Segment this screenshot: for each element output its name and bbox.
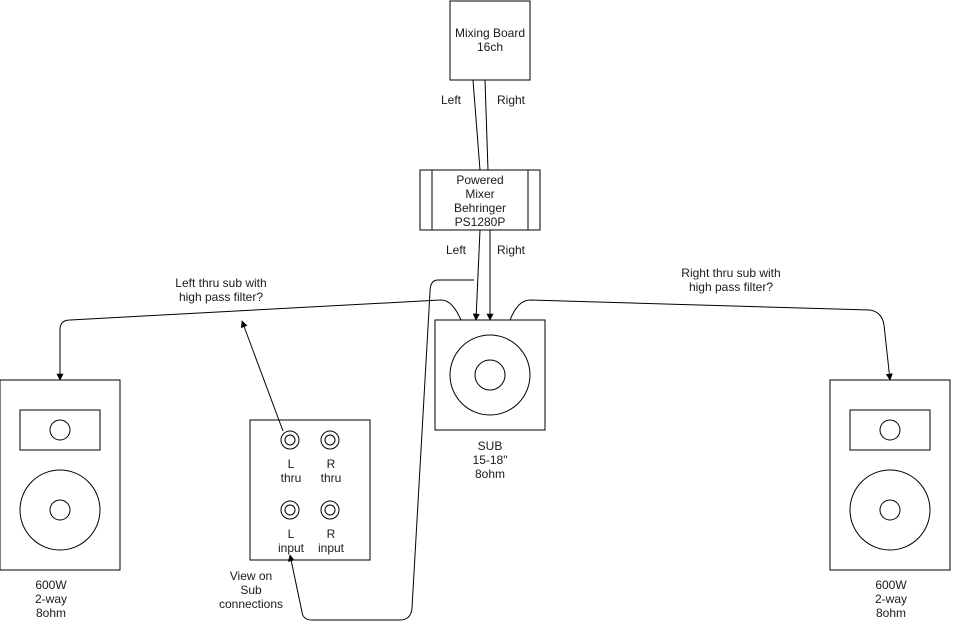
l-thru-to-note-arrow [240, 320, 284, 432]
amp-right-label: Right [497, 243, 526, 257]
left-thru-wire [56, 299, 462, 381]
left-woofer-dustcap [49, 499, 71, 521]
right-speaker-type: 2-way [875, 592, 907, 606]
board-to-mixer-cable [472, 79, 489, 171]
l-thru-label-1: L [288, 457, 295, 471]
left-speaker [0, 379, 121, 571]
sub-label: SUB [478, 439, 503, 453]
amp-left-label: Left [446, 243, 467, 257]
right-tweeter [879, 419, 901, 441]
left-thru-note-line-2: high pass filter? [179, 290, 263, 304]
r-thru-jack-pin [324, 434, 336, 446]
r-thru-label-1: R [327, 457, 336, 471]
left-tweeter [49, 419, 71, 441]
l-input-label-2: input [278, 541, 305, 555]
left-speaker-impedance: 8ohm [36, 606, 66, 620]
right-thru-note-line-1: Right thru sub with [681, 266, 780, 280]
mixer-line-2: Mixer [465, 187, 494, 201]
r-input-label-1: R [327, 527, 336, 541]
r-input-label-2: input [318, 541, 345, 555]
view-note-line-1: View on [230, 569, 272, 583]
l-thru-label-2: thru [281, 471, 302, 485]
sub-woofer-dustcap [474, 359, 506, 391]
l-thru-jack-pin [284, 434, 296, 446]
mixer-line-1: Powered [456, 173, 503, 187]
view-note-line-2: Sub [240, 583, 262, 597]
left-thru-note-line-1: Left thru sub with [175, 276, 266, 290]
mixing-board-name: Mixing Board [455, 26, 525, 40]
subwoofer [434, 319, 546, 431]
right-thru-wire [509, 299, 893, 381]
right-speaker [829, 379, 951, 571]
sub-size: 15-18" [473, 453, 508, 467]
right-thru-note-line-2: high pass filter? [689, 280, 773, 294]
r-input-jack-pin [324, 504, 336, 516]
right-speaker-impedance: 8ohm [876, 606, 906, 620]
board-right-label: Right [497, 93, 526, 107]
amp-left-arrow [472, 229, 481, 321]
l-input-jack-pin [284, 504, 296, 516]
mixing-board-channels: 16ch [477, 40, 503, 54]
board-left-label: Left [441, 93, 462, 107]
right-woofer-dustcap [879, 499, 901, 521]
view-note-line-3: connections [219, 597, 283, 611]
sub-impedance: 8ohm [475, 467, 505, 481]
r-thru-label-2: thru [321, 471, 342, 485]
sub-connection-panel: L thru R thru L input R input [249, 419, 371, 561]
l-input-label-1: L [288, 527, 295, 541]
powered-mixer: Powered Mixer Behringer PS1280P [419, 169, 541, 231]
right-speaker-power: 600W [875, 578, 907, 592]
mixer-line-3: Behringer [454, 201, 506, 215]
left-speaker-type: 2-way [35, 592, 67, 606]
amp-to-l-input-wire [287, 279, 474, 621]
left-speaker-power: 600W [35, 578, 67, 592]
mixer-model: PS1280P [455, 215, 506, 229]
mixing-board: Mixing Board 16ch [449, 0, 531, 81]
